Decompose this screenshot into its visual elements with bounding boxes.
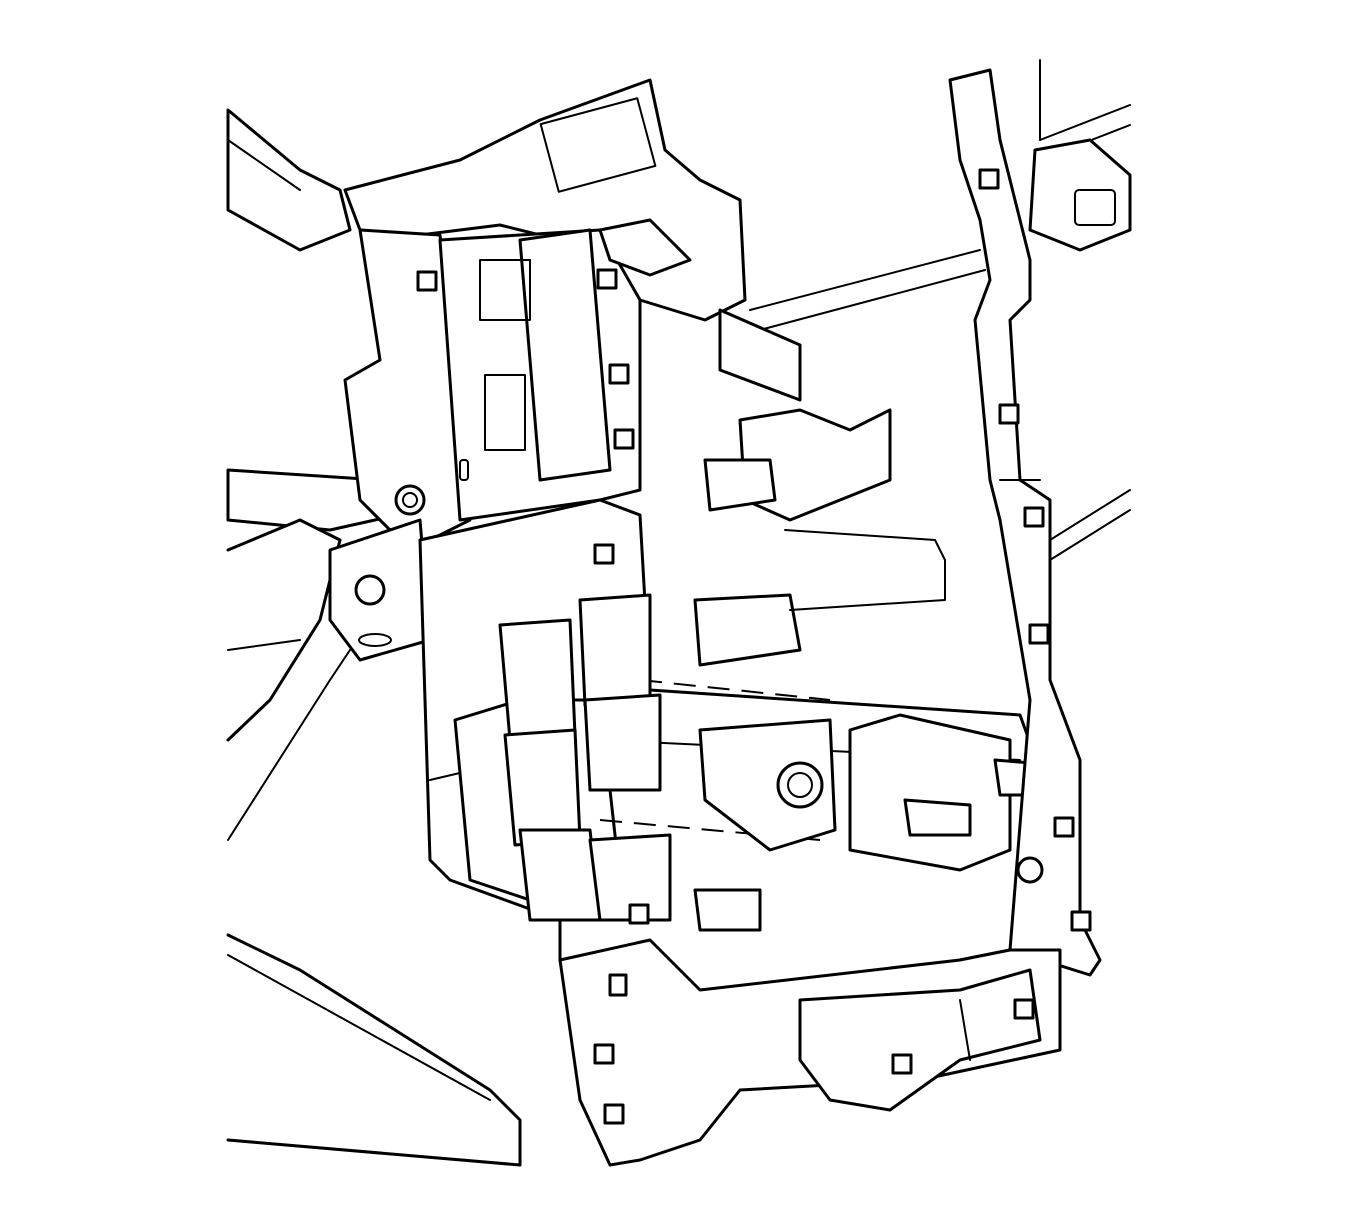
lower-floor-panel bbox=[226, 933, 522, 1167]
fastener-nuts bbox=[416, 168, 1092, 1125]
lower-mount-bracket bbox=[558, 938, 1062, 1167]
connector-blocks bbox=[498, 218, 1057, 932]
